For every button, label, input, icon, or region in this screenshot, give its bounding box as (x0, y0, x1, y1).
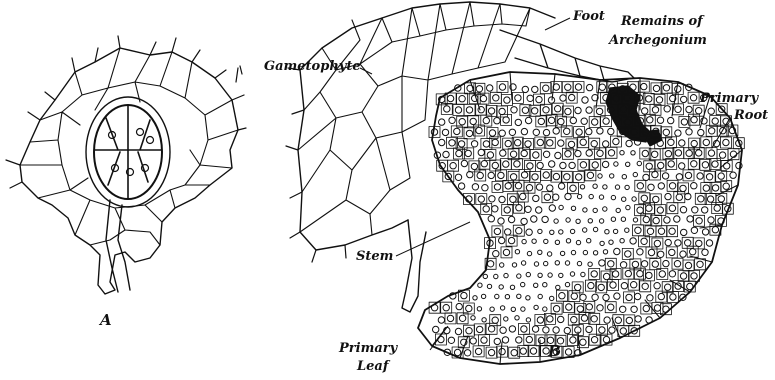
gametophyte-leader (360, 68, 372, 74)
foot-leader (545, 18, 570, 30)
primary-leaf-leader (430, 326, 448, 350)
stem-leader (396, 222, 470, 256)
